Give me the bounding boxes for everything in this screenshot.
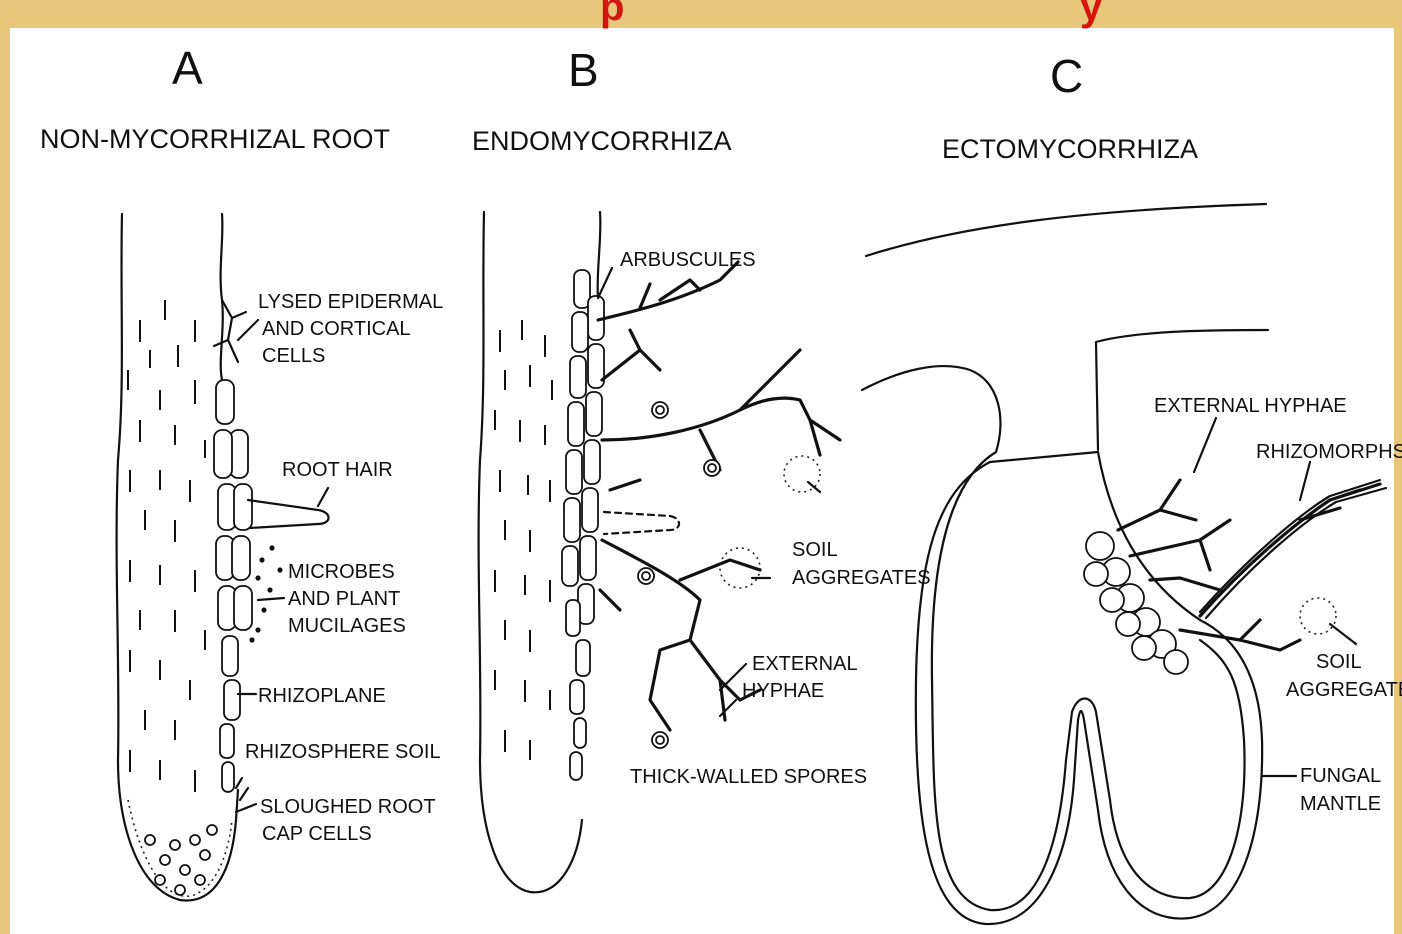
label-lysed-1: LYSED EPIDERMAL bbox=[258, 291, 443, 313]
slide-title-fragment-right: y bbox=[1080, 0, 1103, 29]
label-sloughed-2: CAP CELLS bbox=[262, 823, 372, 845]
soil-aggregate-c bbox=[1300, 598, 1336, 634]
root-a-epidermal-cells bbox=[214, 380, 252, 792]
slide-title-fragment-left: p bbox=[600, 0, 624, 29]
root-b-cortical-cells bbox=[562, 270, 604, 780]
label-microbes-3: MUCILAGES bbox=[288, 615, 406, 637]
panel-a-letter: A bbox=[172, 42, 203, 94]
ecto-root-outer bbox=[932, 452, 1245, 910]
panel-b-title: ENDOMYCORRHIZA bbox=[472, 126, 732, 156]
label-rhizoplane: RHIZOPLANE bbox=[258, 685, 386, 707]
label-soil-c-2: AGGREGATES bbox=[1286, 679, 1402, 701]
panel-c-title: ECTOMYCORRHIZA bbox=[942, 134, 1198, 164]
root-b-collapsed-hair bbox=[604, 512, 679, 534]
panel-a-title: NON-MYCORRHIZAL ROOT bbox=[40, 124, 390, 154]
root-a-cortex-marks bbox=[128, 300, 205, 792]
root-a-cap-cells bbox=[128, 778, 248, 896]
label-soil-c-1: SOIL bbox=[1316, 651, 1362, 673]
panel-c: C ECTOMYCORRHIZA EXTERNAL HYPHAE RHIZOMO… bbox=[862, 50, 1402, 924]
label-external-hyphae-c: EXTERNAL HYPHAE bbox=[1154, 395, 1347, 417]
label-soil-b-2: AGGREGATES bbox=[792, 567, 931, 589]
label-lysed-2: AND CORTICAL bbox=[262, 318, 411, 340]
label-soil-b-1: SOIL bbox=[792, 539, 838, 561]
label-microbes-1: MICROBES bbox=[288, 561, 395, 583]
panel-a: A NON-MYCORRHIZAL ROOT bbox=[40, 42, 443, 900]
label-root-hair: ROOT HAIR bbox=[282, 459, 393, 481]
root-b-cortex-marks bbox=[495, 320, 552, 760]
label-arbuscules: ARBUSCULES bbox=[620, 249, 756, 271]
panel-b-letter: B bbox=[568, 44, 599, 96]
label-external-b-2: HYPHAE bbox=[742, 680, 824, 702]
label-microbes-2: AND PLANT bbox=[288, 588, 400, 610]
label-mantle-1: FUNGAL bbox=[1300, 765, 1381, 787]
rhizomorph-strands bbox=[1200, 480, 1386, 618]
panel-b: B ENDOMYCORRHIZA bbox=[472, 44, 931, 892]
label-spores: THICK-WALLED SPORES bbox=[630, 766, 867, 788]
root-hair-shape bbox=[248, 500, 329, 528]
label-lysed-3: CELLS bbox=[262, 345, 325, 367]
microbes-dots bbox=[249, 545, 282, 642]
label-mantle-2: MANTLE bbox=[1300, 793, 1381, 815]
label-rhizomorphs: RHIZOMORPHS bbox=[1256, 441, 1402, 463]
label-external-b-1: EXTERNAL bbox=[752, 653, 858, 675]
panel-c-letter: C bbox=[1050, 50, 1083, 102]
root-a-lysed-cells bbox=[214, 300, 246, 362]
label-rhizosphere: RHIZOSPHERE SOIL bbox=[245, 741, 441, 763]
ecto-root-inner bbox=[916, 452, 1262, 924]
label-sloughed-1: SLOUGHED ROOT bbox=[260, 796, 436, 818]
